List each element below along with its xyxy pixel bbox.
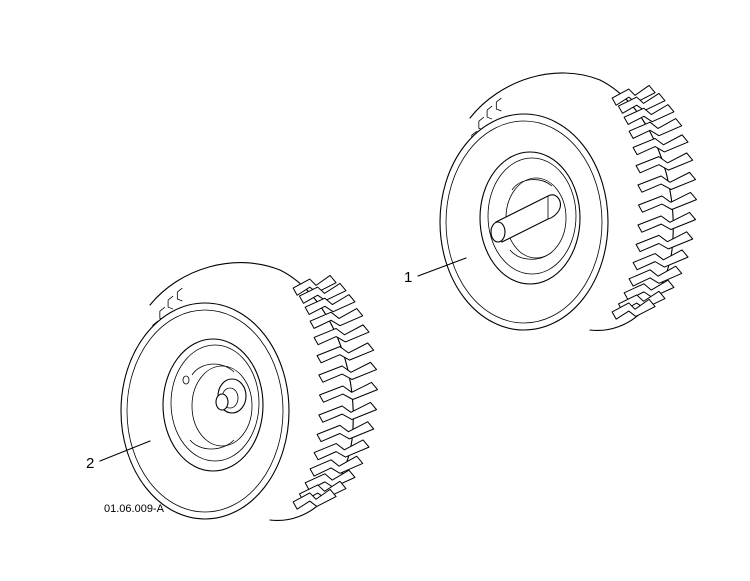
tread-lug [628,265,683,287]
tread-lug [617,92,666,114]
wheel-2-tread [139,262,378,521]
callout-2-label: 2 [86,455,94,472]
callout-2: 2 [86,440,151,472]
tread-lug [635,152,694,174]
sidewall-tooth [176,287,183,302]
tread-lug [316,342,375,364]
wheel-2-rim [162,338,264,472]
tread-lug [611,298,656,320]
tread-lug [313,324,370,346]
tread-lug [628,118,683,139]
tread-lug [298,282,347,304]
tread-lug [611,84,656,106]
callout-1-leader [417,257,467,277]
tread-lug [309,455,364,477]
tread-lug [313,439,370,461]
reference-code: 01.06.009-A [104,503,165,515]
tread-lug [632,249,689,271]
tread-lug [637,171,697,193]
wheel-2-hub [215,378,247,414]
tread-lug [635,231,694,253]
tread-lug [316,421,375,443]
wheel-1-tread [458,72,697,331]
tread-lug [637,211,697,233]
tread-lug [309,308,364,329]
tread-lug [623,104,675,125]
tread-lug [318,401,378,423]
callout-2-leader [99,440,151,462]
wheel-2-sidewall [120,302,290,520]
wheel-1-rim [479,151,581,285]
tread-lug [632,134,689,156]
wheel-1 [439,72,697,331]
tread-lug [319,381,378,403]
sidewall-tooth [486,105,493,120]
sidewall-tooth [495,97,502,112]
tread-lug [292,488,337,510]
callout-1-label: 1 [404,269,412,286]
wheel-2 [120,262,378,521]
tread-lug [318,361,378,383]
tread-lug [304,294,356,315]
tread-lug [638,191,697,213]
sidewall-tooth [167,295,174,310]
tread-lug [292,274,337,296]
callout-1: 1 [404,257,467,286]
wheel-1-axle-shaft [490,194,561,243]
